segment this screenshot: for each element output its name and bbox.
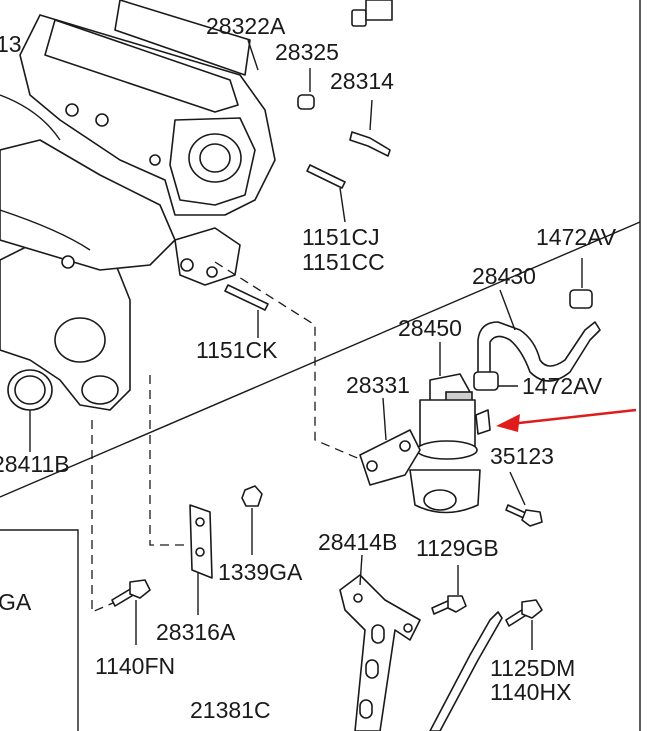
stud-1151CK [224, 284, 269, 338]
rod-1125DM [429, 611, 503, 731]
clamp-1472AV-top [569, 258, 593, 309]
egr-valve-28450 [409, 342, 491, 514]
bolt-35123 [505, 471, 543, 527]
dashed-leaders [91, 261, 363, 613]
label-21381C: 21381C [190, 697, 271, 723]
label-35123: 35123 [490, 443, 554, 469]
label-28411B: 28411B [0, 451, 70, 477]
label-1129GB: 1129GB [416, 535, 499, 561]
gasket-28411B [7, 369, 53, 452]
label-28414B: 28414B [318, 529, 397, 555]
gasket-28331 [359, 397, 421, 486]
bolt-1125DM [505, 599, 543, 650]
label-1339GA: 1339GA [218, 559, 303, 585]
label-28316A: 28316A [156, 619, 236, 645]
hose-28430 [477, 289, 601, 386]
part-top-connector [351, 0, 393, 27]
nut-1339GA [241, 485, 263, 555]
label-1125DM: 1125DM [490, 655, 575, 681]
label-1472AV-mid: 1472AV [522, 373, 603, 399]
label-28314: 28314 [330, 68, 394, 94]
bolt-1129GB [431, 565, 467, 615]
label-edge-13: 13 [0, 31, 22, 57]
label-1140FN: 1140FN [95, 653, 175, 679]
bolt-1140FN [111, 579, 151, 645]
label-1151CK: 1151CK [196, 337, 278, 363]
label-1472AV-top: 1472AV [536, 224, 617, 250]
part-labels: 28322A 28325 28314 1151CJ 1151CC 1472AV … [0, 13, 617, 723]
bracket-28414B [339, 554, 421, 731]
label-1151CC: 1151CC [302, 249, 385, 275]
label-28325: 28325 [275, 39, 339, 65]
label-28450: 28450 [398, 315, 462, 341]
intake-manifold [0, 0, 276, 411]
label-1151CJ: 1151CJ [302, 224, 380, 250]
label-28322A: 28322A [206, 13, 286, 39]
part-28325 [297, 68, 315, 110]
bracket-28316A [189, 504, 213, 615]
part-28314 [349, 99, 391, 157]
red-arrow [496, 408, 637, 432]
stud-1151CJ [306, 164, 346, 223]
label-28331: 28331 [346, 372, 410, 398]
label-1140HX: 1140HX [490, 679, 571, 705]
label-28430: 28430 [472, 263, 536, 289]
label-edge-GA: GA [0, 589, 32, 615]
clamp-1472AV-mid [473, 371, 518, 391]
